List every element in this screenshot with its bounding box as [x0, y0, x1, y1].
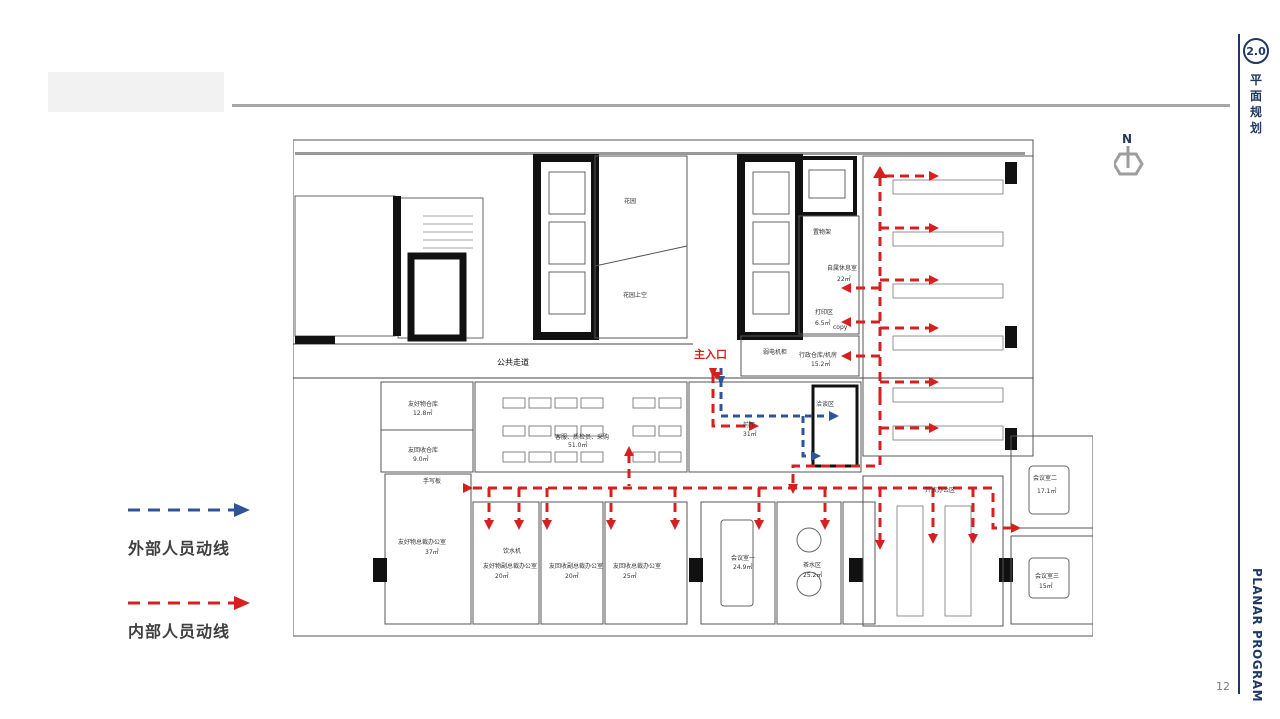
open-area-1-label: 客服、质检员、采购	[555, 433, 609, 441]
office-gm-size: 37㎡	[425, 548, 439, 556]
self-service-area: 22㎡	[837, 275, 851, 283]
print-area-label: 打印区	[815, 308, 833, 316]
admin-room-label: 行政仓库/机房	[799, 351, 837, 359]
office-2-label: 友好物副总裁办公室	[483, 562, 537, 570]
north-arrow: N	[1112, 132, 1144, 180]
internal-flow-label: 内部人员动线	[128, 622, 231, 641]
office-4-label: 友回收总裁办公室	[613, 562, 661, 570]
meeting-2-size: 17.1㎡	[1037, 487, 1056, 495]
office-gm-label: 友好物总裁办公室	[398, 538, 446, 546]
warehouse-1-label: 友好物仓库	[408, 400, 438, 408]
storage-label: 置物架	[813, 228, 831, 236]
slide-title-placeholder	[48, 72, 224, 112]
open-area-1-size: 51.0㎡	[568, 441, 587, 449]
floor-plan: 花园 花园上空 置物架 自属休息室 22㎡ 打印区 6.5㎡ copy 行政仓库…	[293, 136, 1093, 648]
office-3-size: 20㎡	[565, 572, 579, 580]
admin-room-size: 15.2㎡	[811, 360, 830, 368]
self-service-label: 自属休息室	[827, 264, 857, 272]
north-label: N	[1121, 132, 1133, 146]
garden-label: 花园	[624, 197, 636, 205]
meeting-1-size: 24.9㎡	[733, 563, 752, 571]
office-3-label: 友回收副总裁办公室	[549, 562, 603, 570]
page-number: 12	[1216, 680, 1230, 693]
floor-plan-drawing: 花园 花园上空 置物架 自属休息室 22㎡ 打印区 6.5㎡ copy 行政仓库…	[293, 139, 1093, 637]
external-flow-arrow-icon	[128, 503, 250, 517]
weak-room-label: 弱电机柜	[763, 348, 787, 356]
side-divider	[1238, 34, 1240, 694]
reception-size: 31㎡	[743, 430, 757, 438]
warehouse-1-size: 12.8㎡	[413, 409, 432, 417]
compass-icon	[1112, 146, 1144, 176]
print-area-size: 6.5㎡	[815, 319, 831, 327]
phone-label: 手写板	[423, 477, 441, 485]
external-flow-label: 外部人员动线	[128, 539, 231, 558]
tea-area-size: 25.2㎡	[803, 571, 822, 579]
warehouse-2-label: 友回收仓库	[408, 446, 438, 454]
section-number-badge: 2.0	[1243, 38, 1269, 64]
section-title: 平面规划	[1249, 73, 1262, 135]
negotiation-label: 洽谈区	[816, 400, 834, 408]
office-2-size: 20㎡	[495, 572, 509, 580]
office-4-size: 25㎡	[623, 572, 637, 580]
meeting-3-size: 15㎡	[1039, 582, 1053, 590]
garden-void-label: 花园上空	[623, 291, 647, 299]
corridor-label: 公共走道	[497, 357, 529, 367]
meeting-1-label: 会议室一	[731, 554, 755, 562]
copy-label: copy	[833, 324, 848, 331]
internal-flow-arrow-icon	[128, 596, 250, 610]
water-label: 饮水机	[503, 547, 521, 555]
meeting-2-label: 会议室二	[1033, 474, 1057, 482]
meeting-3-label: 会议室三	[1035, 572, 1059, 580]
side-label: PLANAR PROGRAM	[1249, 568, 1265, 702]
side-label-text: PLANAR PROGRAM	[1250, 567, 1264, 703]
tea-area-label: 茶水区	[803, 561, 821, 569]
title-divider	[232, 104, 1230, 107]
reception-label: 前厅	[743, 421, 755, 429]
main-entrance-label: 主入口	[694, 347, 727, 361]
warehouse-2-size: 9.0㎡	[413, 455, 429, 463]
open-office-label: 开放办公区	[925, 486, 955, 494]
